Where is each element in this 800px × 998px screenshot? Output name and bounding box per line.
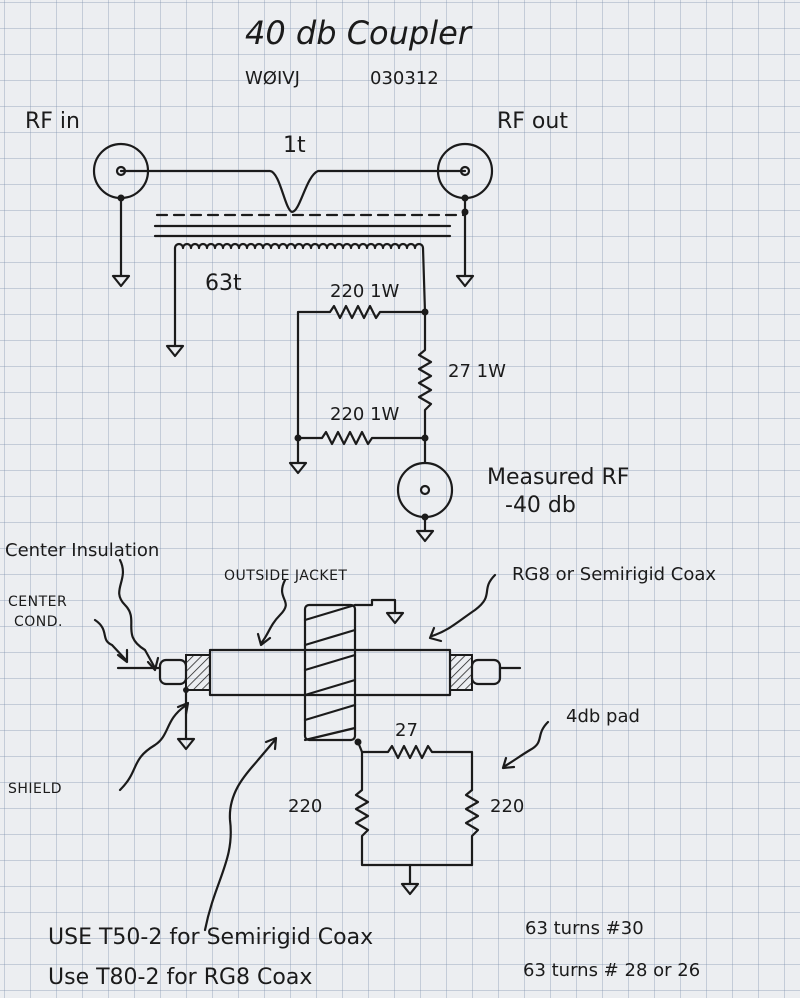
measured-rf-label: Measured RF	[487, 465, 629, 490]
secondary-turns-label: 63t	[205, 271, 242, 296]
coax-cable	[116, 648, 522, 751]
rf-out-label: RF out	[497, 109, 568, 134]
r-bottom-label: 220 1W	[330, 404, 400, 425]
resistor-220-bottom	[288, 430, 427, 475]
pointer-arrows	[93, 558, 550, 932]
resistor-27-series	[417, 310, 433, 442]
rf-in-label: RF in	[25, 109, 80, 134]
r-top-label: 220 1W	[330, 281, 400, 302]
diagram-title: 40 db Coupler	[245, 14, 473, 52]
center-cond-label-1: CENTER	[8, 594, 67, 610]
callsign: WØIVJ	[245, 68, 300, 89]
primary-conductor	[119, 169, 467, 214]
outside-jacket-label: OUTSIDE JACKET	[224, 568, 347, 584]
primary-turns-label: 1t	[283, 133, 306, 158]
toroid-core	[303, 598, 405, 746]
note-2-text: Use T80-2 for RG8 Coax	[48, 965, 312, 990]
measured-rf-connector	[396, 461, 454, 543]
rf-in-connector	[92, 142, 150, 288]
pad-r-right-label: 220	[490, 796, 524, 817]
secondary-winding	[165, 242, 427, 358]
coax-type-label: RG8 or Semirigid Coax	[512, 564, 716, 585]
r-series-label: 27 1W	[448, 361, 506, 382]
date-label: 030312	[370, 68, 439, 89]
pad-network	[354, 740, 480, 896]
note-1-text: USE T50-2 for Semirigid Coax	[48, 925, 373, 950]
pad-r-series-label: 27	[395, 720, 418, 741]
note-1-turns: 63 turns #30	[525, 918, 644, 939]
pad-label: 4db pad	[566, 706, 640, 727]
shield-label: SHIELD	[8, 781, 62, 797]
center-insulation-label: Center Insulation	[5, 540, 159, 561]
center-cond-label-2: COND.	[14, 614, 63, 630]
pad-r-left-label: 220	[288, 796, 322, 817]
note-2-turns: 63 turns # 28 or 26	[523, 960, 700, 981]
measured-level-label: -40 db	[505, 493, 576, 518]
